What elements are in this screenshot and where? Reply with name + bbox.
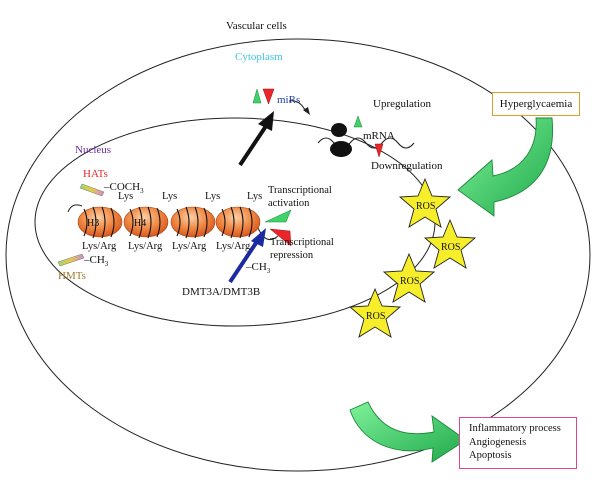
lys-arg-label-3: Lys/Arg [172,241,207,252]
outcome-angiogenesis: Angiogenesis [469,436,527,448]
ros-label-4: ROS [366,311,385,322]
hmts-pencil [57,253,85,267]
activation-label-line2: activation [268,198,310,209]
ros-star-2: ROS [423,218,477,269]
hats-pencil [79,183,105,197]
vascular-cell-membrane [5,38,591,472]
lys-arg-label-1: Lys/Arg [82,241,117,252]
dnmt-arrowhead [251,228,266,247]
mrna-label: mRNA [363,130,395,142]
vascular-cells-label: Vascular cells [226,20,287,32]
upregulation-label: Upregulation [373,98,432,110]
hats-label: HATs [83,168,108,180]
ros-star-3: ROS [382,252,436,303]
repression-label-line1: Transcriptional [270,237,334,248]
mirs-label: miRs [277,94,300,106]
hyperglycaemia-arrow [457,117,554,217]
activation-triangle [264,209,292,223]
nucleosome-2 [123,206,169,239]
lys-label-2: Lys [162,191,177,202]
ribosome-small-subunit [331,123,347,137]
ros-star-4: ROS [348,287,402,338]
nucleosome-1 [77,206,123,239]
lys-label-4: Lys [247,191,262,202]
lys-arg-label-4: Lys/Arg [216,241,251,252]
export-arrowhead [258,111,274,131]
ribosome-large-subunit [330,141,352,157]
ros-star-1: ROS [398,177,452,228]
lys-label-3: Lys [205,191,220,202]
outcome-arrow [349,401,467,463]
ros-label-3: ROS [400,276,419,287]
outcome-inflammatory: Inflammatory process [469,423,561,434]
nucleus-label: Nucleus [75,144,111,156]
dna-strand [67,204,279,241]
lys-arg-label-2: Lys/Arg [128,241,163,252]
outcomes-box: Inflammatory process Angiogenesis Apopto… [459,417,577,469]
lys-label-1: Lys [118,191,133,202]
downregulation-triangle [374,143,384,158]
h4-label: H4 [134,218,146,229]
cytoplasm-label: Cytoplasm [235,51,283,63]
nucleosome-3 [170,206,216,239]
downregulation-label: Downregulation [371,160,443,172]
mir-green-triangle [252,88,262,104]
activation-label-line1: Transcriptional [268,185,332,196]
upregulation-triangle [353,115,363,128]
hyperglycaemia-label: Hyperglycaemia [499,98,573,110]
ch3-left-label: –CH3 [83,254,109,268]
coch3-label: –COCH3 [103,181,144,195]
ch3-right-label: –CH3 [245,261,271,275]
repression-triangle [269,228,292,247]
dmt3-label: DMT3A/DMT3B [182,286,260,298]
ros-label-1: ROS [416,201,435,212]
h3-label: H3 [87,218,99,229]
mir-red-triangle [262,88,275,105]
outcome-apoptosis: Apoptosis [469,450,512,461]
mirs-arrowhead [303,107,310,115]
repression-label-line2: repression [270,250,314,261]
nucleus-export-arrow [238,124,268,167]
hyperglycaemia-box: Hyperglycaemia [492,92,580,116]
dnmt-arrow [228,238,260,284]
hmts-label: HMTs [58,270,86,282]
ros-label-2: ROS [441,242,460,253]
nucleosome-4 [215,206,261,239]
